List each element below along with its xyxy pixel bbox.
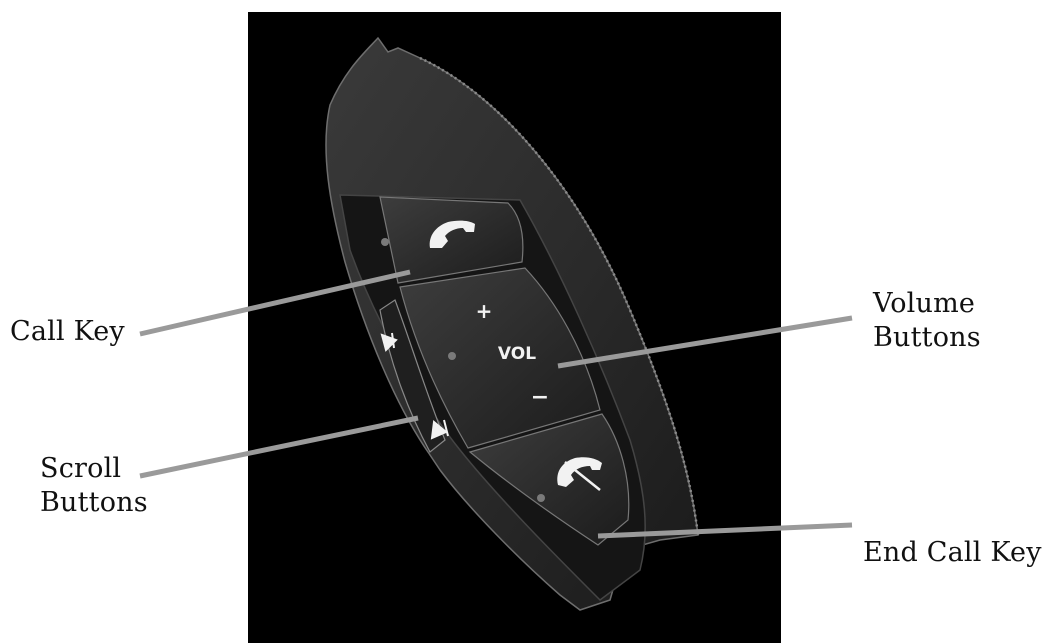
scroll-buttons-label: Scroll Buttons (40, 452, 148, 520)
call-key-label: Call Key (10, 315, 125, 349)
call-key-dot (381, 238, 389, 246)
end-call-dot (537, 494, 545, 502)
scroll-leader (140, 418, 418, 476)
vol-minus-label: − (531, 385, 549, 410)
vol-plus-label: + (476, 299, 493, 323)
volume-buttons-label: Volume Buttons (873, 287, 981, 355)
end-call-key-label: End Call Key (863, 536, 1042, 570)
volume-dot (448, 352, 456, 360)
vol-label: VOL (498, 344, 536, 364)
